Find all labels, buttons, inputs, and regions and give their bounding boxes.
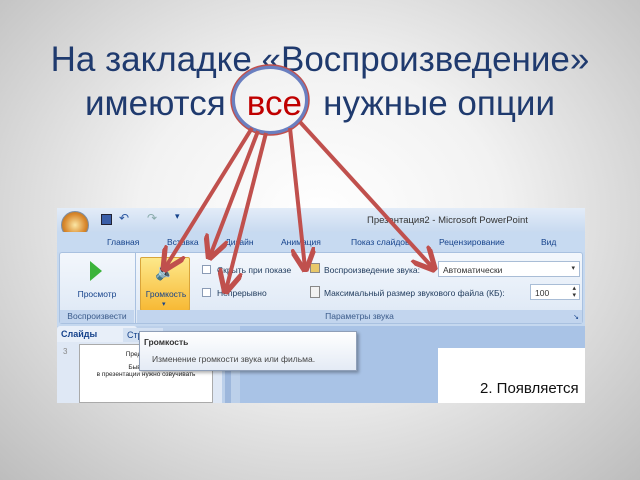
ribbon: Просмотр Воспроизвести 🔈 Громкость ▾ Скр… [59,252,583,324]
title-text: имеются [85,84,226,123]
group-divider [135,253,136,323]
spinner-arrows-icon[interactable]: ▴▾ [572,285,576,299]
highlight-circle-outline [230,64,310,136]
arrow-to-play-sound-select [298,120,433,268]
redo-icon[interactable]: ↷ [147,211,158,225]
hide-checkbox[interactable] [202,265,211,274]
arrow-to-volume [165,126,254,268]
tab-slideshow[interactable]: Показ слайдов [351,237,410,247]
tooltip-text: Изменение громкости звука или фильма. [152,354,316,364]
highlight-word: все [246,84,302,123]
play-sound-value: Автоматически [443,265,503,275]
arrow-to-hide [210,130,260,256]
max-size-spinner[interactable]: 100 ▴▾ [530,284,580,300]
save-icon[interactable] [101,214,112,225]
hide-label: Скрыть при показе [217,265,292,275]
tab-slides[interactable]: Слайды [57,326,137,342]
file-size-icon [310,286,320,298]
tab-home[interactable]: Главная [107,237,140,247]
title-bar: ↶ ↷ ▾ Презентация2 - Microsoft PowerPoin… [57,208,585,239]
slide-canvas: 2. Появляется [438,348,585,403]
slide-title: На закладке «Воспроизведение» имеются вс… [0,38,640,126]
title-line-2: имеются все нужные опции [0,82,640,126]
arrow-to-play-sound [288,127,305,268]
max-size-label: Максимальный размер звукового файла (КБ)… [324,288,505,298]
volume-label: Громкость [145,289,187,299]
loop-checkbox[interactable] [202,288,211,297]
max-size-value: 100 [535,288,550,298]
undo-icon[interactable]: ↶ [119,211,130,225]
highlight-circle [231,65,309,135]
dialog-launcher-icon[interactable]: ↘ [573,314,579,321]
quick-access-menu-icon[interactable]: ▾ [175,211,180,221]
slide-text: 2. Появляется [480,380,579,397]
powerpoint-screenshot: ↶ ↷ ▾ Презентация2 - Microsoft PowerPoin… [57,208,585,403]
title-line-1: На закладке «Воспроизведение» [50,40,590,79]
chevron-down-icon: ▾ [571,265,575,272]
title-text: нужные опции [323,84,555,123]
arrow-to-loop [226,132,268,290]
play-icon [90,261,102,281]
preview-label: Просмотр [77,289,117,299]
tooltip-title: Громкость [144,337,189,347]
tab-review[interactable]: Рецензирование [439,237,505,247]
slides-pane: 3 Предисловие Бывает так, в презентации … [57,342,222,403]
thumb-line: в презентации нужно озвучивать [96,371,196,378]
group-sound-label: Параметры звука [137,310,582,323]
slide-number: 3 [63,347,68,356]
preview-button[interactable]: Просмотр [62,255,132,309]
tooltip: Громкость Изменение громкости звука или … [139,331,357,371]
window-title: Презентация2 - Microsoft PowerPoint [367,215,528,226]
tab-view[interactable]: Вид [541,237,557,247]
group-play-label: Воспроизвести [60,310,134,323]
play-sound-label: Воспроизведение звука: [324,265,420,275]
chevron-down-icon: ▾ [162,301,166,308]
